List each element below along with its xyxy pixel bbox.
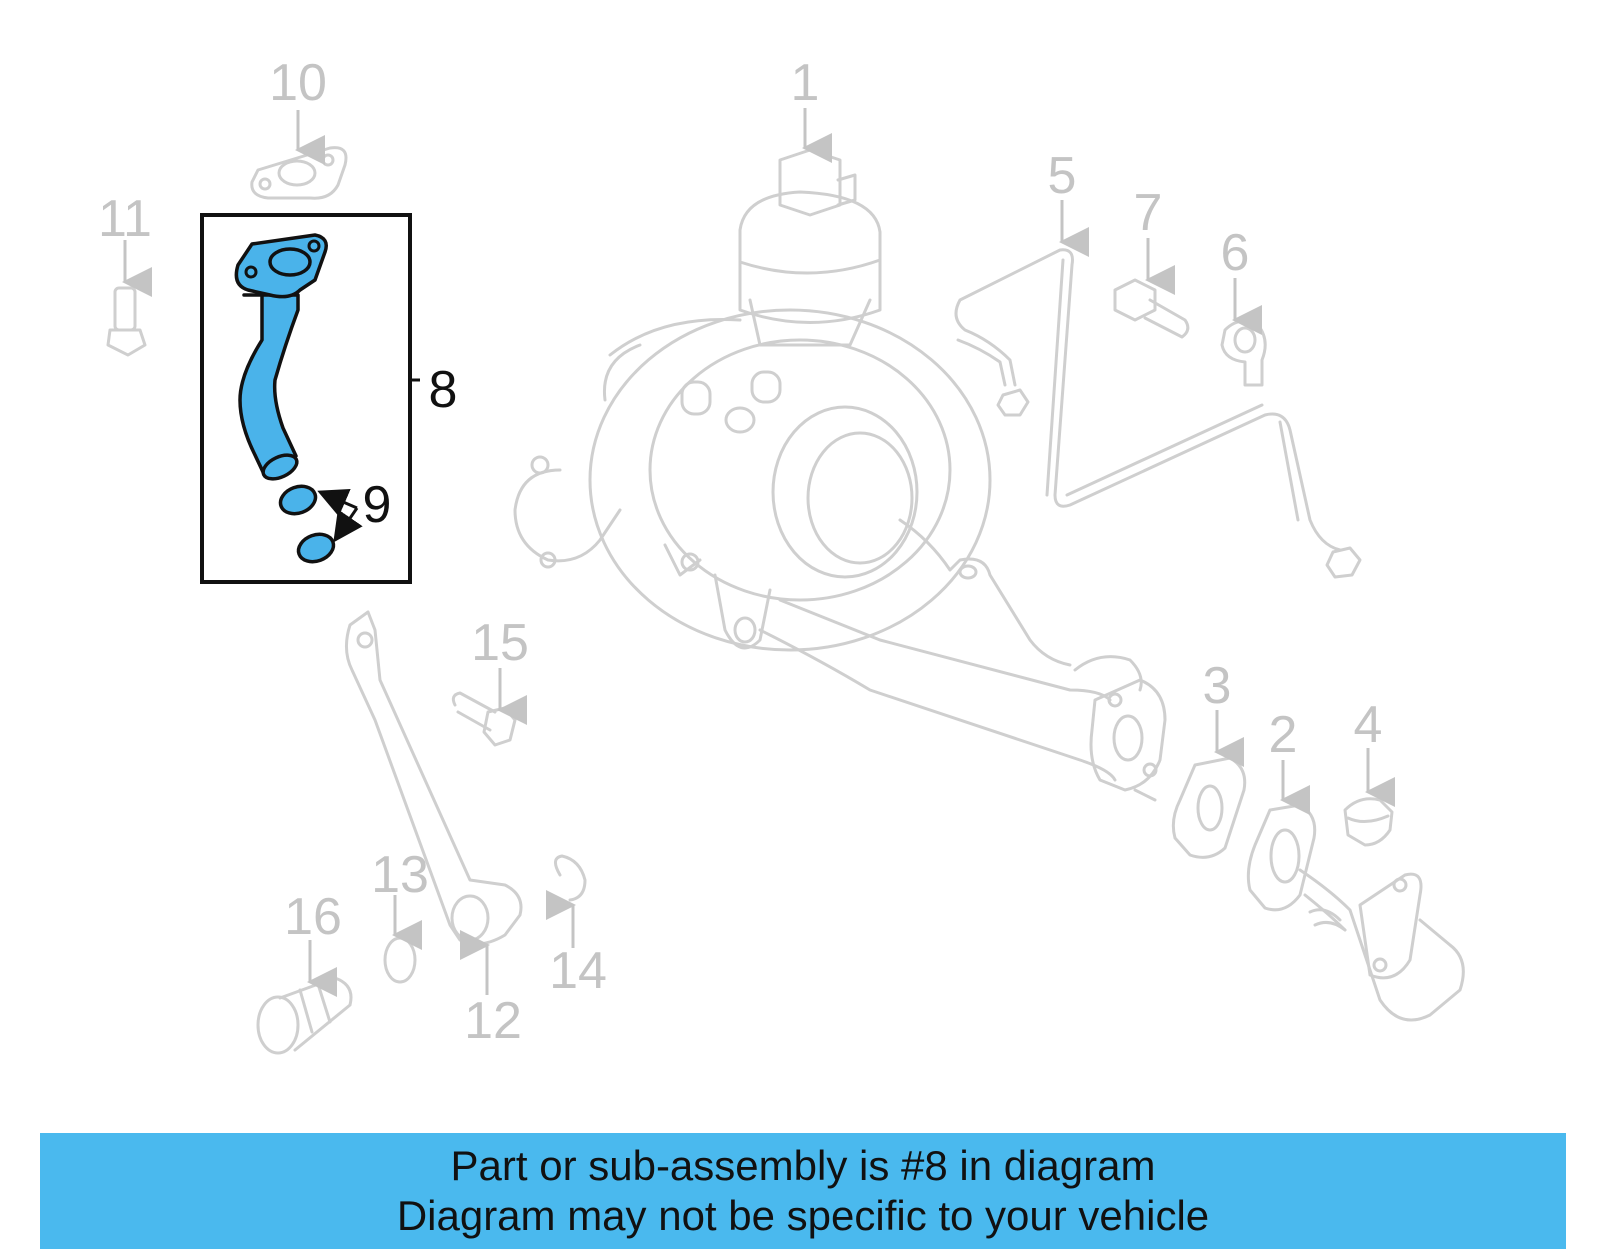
- part-7-bolt: [1113, 278, 1190, 339]
- callout-3: 3: [1203, 657, 1232, 715]
- part-4-cap: [1343, 797, 1394, 847]
- part-6-clamp: [1220, 319, 1267, 387]
- callout-15: 15: [471, 614, 529, 672]
- banner-line-2: Diagram may not be specific to your vehi…: [396, 1192, 1210, 1239]
- callout-11: 11: [98, 190, 152, 248]
- part-3-gasket: [1171, 756, 1247, 859]
- part-8-oil-pipe: [234, 233, 328, 481]
- part-1-turbocharger: [513, 148, 1167, 802]
- part-16-fitting: [256, 976, 353, 1055]
- callout-arrows: [122, 108, 1395, 997]
- part-14-snap-ring: [554, 854, 587, 902]
- part-9-seals: [278, 484, 336, 564]
- callout-10: 10: [269, 54, 327, 112]
- leader-9: [317, 488, 363, 543]
- part-5-pipe: [954, 248, 1362, 579]
- callout-5: 5: [1048, 147, 1077, 205]
- callout-7: 7: [1134, 184, 1163, 242]
- callout-4: 4: [1354, 696, 1383, 754]
- callout-13: 13: [371, 846, 429, 904]
- part-10-gasket: [250, 146, 348, 200]
- banner-line-1: Part or sub-assembly is #8 in diagram: [450, 1142, 1156, 1189]
- callout-14: 14: [549, 942, 607, 1000]
- part-11-bolt: [106, 286, 147, 357]
- callout-16: 16: [284, 888, 342, 946]
- callout-8: 8: [429, 361, 458, 419]
- callout-1: 1: [791, 54, 820, 112]
- info-banner: Part or sub-assembly is #8 in diagram Di…: [40, 1133, 1566, 1249]
- callout-12: 12: [464, 992, 522, 1050]
- callout-9: 9: [363, 476, 392, 534]
- part-2-outlet-pipe: [1246, 803, 1465, 1022]
- callout-2: 2: [1269, 706, 1298, 764]
- highlight-box-part-8: [200, 213, 412, 584]
- part-15-bolt: [451, 691, 517, 747]
- part-13-o-ring: [383, 936, 417, 984]
- callout-6: 6: [1221, 224, 1250, 282]
